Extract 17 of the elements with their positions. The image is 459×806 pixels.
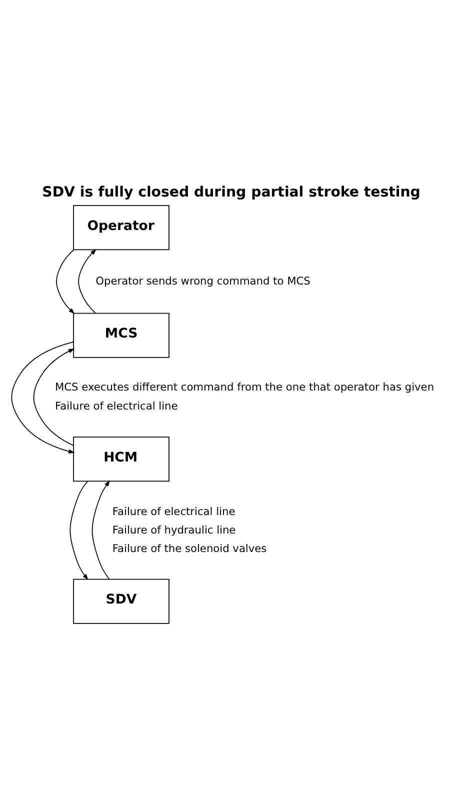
- arrow: [56, 249, 75, 314]
- label: Operator sends wrong command to MCS: [96, 276, 310, 288]
- diagram-title: SDV is fully closed during partial stroke testing: [42, 184, 420, 200]
- label: Failure of electrical line: [54, 400, 178, 412]
- node-box: MCS: [73, 312, 170, 358]
- label: Failure of the solenoid valves: [112, 542, 267, 555]
- node-box: SDV: [73, 578, 170, 624]
- arrow: [78, 248, 96, 314]
- node-box: HCM: [73, 436, 170, 482]
- node-box: Operator: [73, 205, 170, 250]
- arrow: [70, 480, 88, 580]
- arrow: [92, 480, 110, 580]
- label: MCS executes different command from the one that operator has given: [54, 382, 434, 394]
- arrow: [11, 341, 75, 454]
- label: Failure of hydraulic line: [112, 524, 236, 536]
- label: Failure of electrical line: [112, 506, 236, 518]
- arrow: [33, 348, 75, 446]
